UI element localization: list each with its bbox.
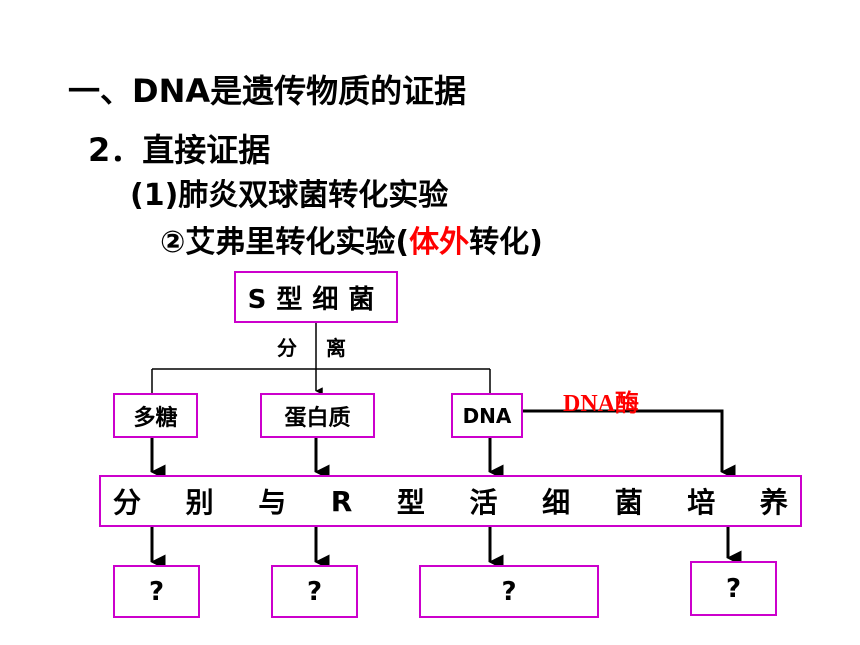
experiment-heading-suffix: 转化) <box>469 225 543 260</box>
protein-box: 蛋白质 <box>260 393 375 438</box>
experiment-heading-highlight: 体外 <box>409 225 470 260</box>
culture-char: 细 <box>542 486 571 519</box>
culture-char: R <box>330 484 353 518</box>
culture-char: 型 <box>396 486 425 519</box>
dna-box: DNA <box>451 393 523 438</box>
polysaccharide-box: 多糖 <box>113 393 198 438</box>
culture-char: 与 <box>258 486 287 519</box>
separation-label-left: 分 <box>277 336 297 360</box>
culture-char: 活 <box>469 486 498 519</box>
dna-enzyme-branch-arrow <box>523 409 736 480</box>
dna-enzyme-label: DNA酶 <box>563 391 639 417</box>
culture-char: 别 <box>185 486 214 519</box>
result-box-3: ? <box>419 565 599 618</box>
culture-char: 培 <box>687 486 716 519</box>
culture-char: 养 <box>759 486 788 519</box>
experiment-heading-prefix: ②艾弗里转化实验( <box>160 225 410 260</box>
culture-char: 分 <box>113 486 142 519</box>
result-box-1: ? <box>113 565 200 618</box>
subsection-heading: (1)肺炎双球菌转化实验 <box>130 178 449 213</box>
experiment-heading: ②艾弗里转化实验(体外转化) <box>160 228 543 258</box>
culture-char: 菌 <box>614 486 643 519</box>
separation-label-right: 离 <box>326 336 346 360</box>
culture-box: 分 别 与 R 型 活 细 菌 培 养 <box>99 475 802 527</box>
page-title: 一、DNA是遗传物质的证据 <box>68 72 467 110</box>
result-box-2: ? <box>271 565 358 618</box>
result-box-4: ? <box>690 561 777 616</box>
s-type-bacteria-box: S型细菌 <box>234 271 398 323</box>
section-heading: 2．直接证据 <box>88 131 271 169</box>
